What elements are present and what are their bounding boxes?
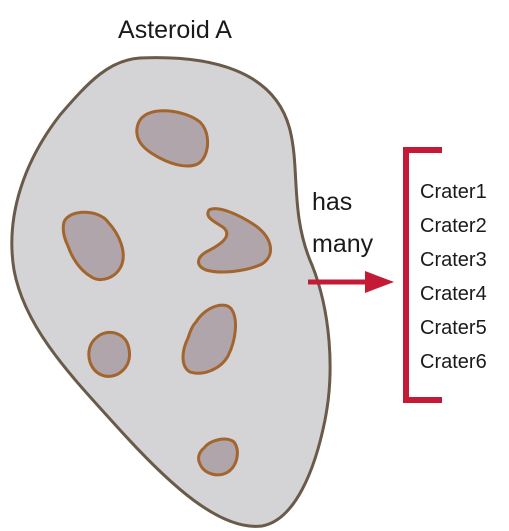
crater-list: Crater1 Crater2 Crater3 Crater4 Crater5 … [420,181,487,373]
crater-list-item: Crater1 [420,181,487,203]
asteroid-title: Asteroid A [118,16,232,44]
crater-list-item: Crater5 [420,317,487,339]
relation-label-line1: has [312,188,352,216]
crater-list-item: Crater6 [420,351,487,373]
crater-list-item: Crater2 [420,215,487,237]
relation-label-line2: many [312,230,374,258]
crater-list-item: Crater3 [420,249,487,271]
crater-list-item: Crater4 [420,283,487,305]
relation-arrow-head [365,271,394,293]
crater-shape [89,332,130,376]
